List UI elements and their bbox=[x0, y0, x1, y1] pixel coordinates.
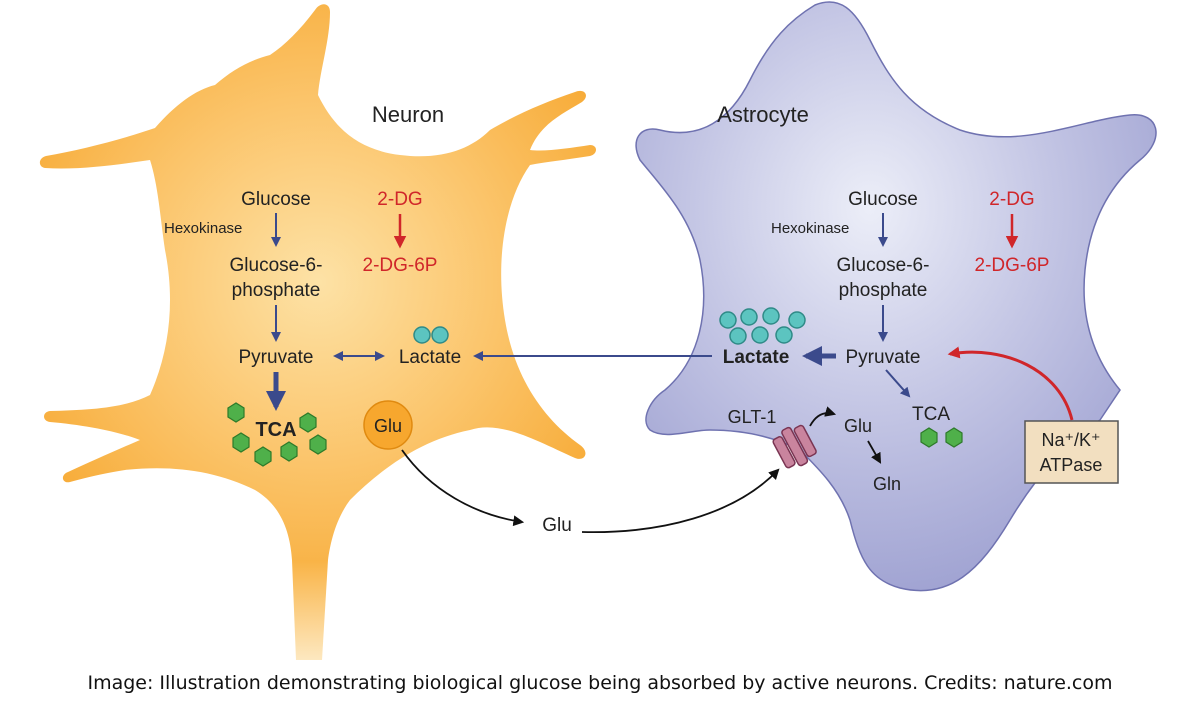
glu-uptake-arrow bbox=[581, 468, 780, 534]
neuron-2dg: 2-DG bbox=[377, 189, 422, 210]
astrocyte-tca: TCA bbox=[912, 404, 950, 425]
neuron-astrocyte-diagram: Neuron Glucose Hexokinase Glucose-6- pho… bbox=[39, 1, 1157, 660]
astrocyte-pyruvate-to-tca-arrow bbox=[885, 369, 911, 398]
neuron-axon bbox=[292, 560, 328, 660]
astrocyte-hexokinase: Hexokinase bbox=[771, 220, 849, 237]
neuron-hexokinase: Hexokinase bbox=[164, 220, 242, 237]
astrocyte-g6p-line1: Glucose-6- bbox=[837, 255, 930, 276]
neuron-tca: TCA bbox=[255, 419, 296, 441]
glt1-to-glu-arrow bbox=[809, 406, 837, 427]
neuron-g6p-line1: Glucose-6- bbox=[230, 255, 323, 276]
figure-caption: Image: Illustration demonstrating biolog… bbox=[87, 672, 1113, 694]
astrocyte-gln: Gln bbox=[873, 474, 901, 494]
neuron-lactate: Lactate bbox=[399, 347, 461, 368]
neuron-glu-release-arrow bbox=[401, 449, 525, 527]
neuron-tca-hexagons bbox=[227, 402, 327, 467]
neuron-body bbox=[39, 4, 596, 560]
astrocyte-2dg: 2-DG bbox=[989, 189, 1034, 210]
neuron-lactate-dots bbox=[413, 326, 449, 344]
astrocyte-lactate-dots bbox=[719, 307, 806, 345]
neuron-glu: Glu bbox=[374, 416, 402, 436]
atpase-to-pyruvate-arrow bbox=[947, 346, 1074, 421]
extracellular-glu: Glu bbox=[542, 515, 572, 536]
neuron-2dg6p: 2-DG-6P bbox=[363, 255, 438, 276]
neuron-pyruvate: Pyruvate bbox=[239, 347, 314, 368]
glt1-transporter-icon bbox=[772, 424, 817, 469]
neuron-g6p-line2: phosphate bbox=[232, 280, 321, 301]
neuron-glucose: Glucose bbox=[241, 189, 311, 210]
astrocyte-glu-to-gln-arrow bbox=[867, 440, 882, 464]
astrocyte-glucose: Glucose bbox=[848, 189, 918, 210]
atpase-label-line2: ATPase bbox=[1040, 455, 1103, 475]
atpase-label-line1: Na⁺/K⁺ bbox=[1041, 430, 1100, 450]
astrocyte-g6p-line2: phosphate bbox=[839, 280, 928, 301]
neuron-title: Neuron bbox=[372, 102, 444, 127]
astrocyte-pyruvate: Pyruvate bbox=[846, 347, 921, 368]
astrocyte-tca-hexagons bbox=[920, 427, 963, 448]
astrocyte-lactate: Lactate bbox=[723, 347, 790, 368]
atpase-box bbox=[1024, 420, 1119, 484]
astrocyte-glt1: GLT-1 bbox=[728, 407, 777, 427]
astrocyte-glu: Glu bbox=[844, 416, 872, 436]
neuron-glu-vesicle bbox=[363, 400, 413, 450]
astrocyte-title: Astrocyte bbox=[717, 102, 809, 127]
neuron-cell bbox=[39, 4, 596, 660]
astrocyte-2dg6p: 2-DG-6P bbox=[975, 255, 1050, 276]
